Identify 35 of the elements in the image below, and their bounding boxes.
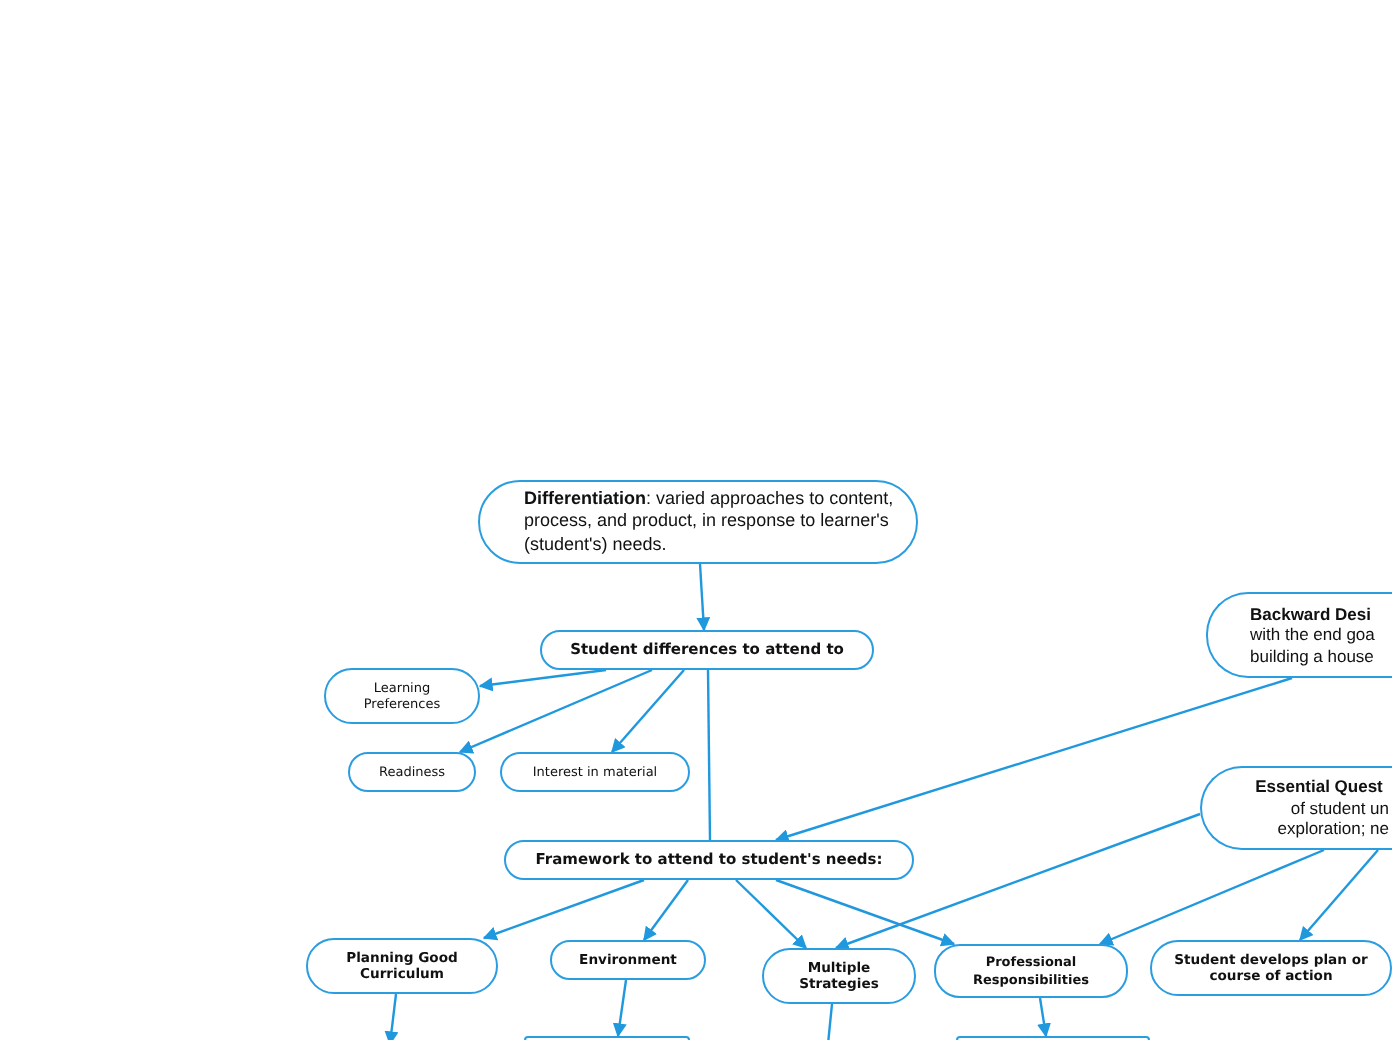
arrow: [478, 668, 607, 692]
arrow: [458, 668, 653, 754]
topic-card: [1206, 592, 1392, 678]
arrow: [1299, 849, 1379, 942]
arrow: [1037, 997, 1051, 1038]
arrow: [1098, 848, 1325, 946]
arrow: [834, 812, 1201, 951]
connector-line: [826, 1003, 834, 1040]
connector-line: [706, 670, 712, 840]
topic-node: [540, 630, 874, 670]
topic-node: [550, 940, 706, 980]
arrow: [611, 669, 685, 754]
body-text: of student un exploration; ne: [1275, 797, 1389, 840]
body-text: with the end goa building a house: [1250, 624, 1377, 667]
topic-node: [478, 480, 918, 564]
arrow: [482, 878, 645, 941]
arrow: [774, 676, 1293, 843]
arrow: [735, 879, 807, 949]
node-label: Differentiation: varied approaches to content, process, and product, in response to learner's (student's) needs.: [524, 488, 896, 556]
topic-node: [500, 752, 690, 792]
topic-node: [934, 944, 1128, 998]
arrow: [775, 878, 956, 947]
topic-node: [504, 840, 914, 880]
arrow: [384, 993, 399, 1040]
topic-node: [306, 938, 498, 994]
arrow: [612, 979, 628, 1038]
arrow: [643, 879, 689, 942]
topic-node: [324, 668, 480, 724]
topic-node: [762, 948, 916, 1004]
topic-node: [348, 752, 476, 792]
topic-node: [1150, 940, 1392, 996]
arrow: [696, 563, 711, 632]
topic-card: [1200, 766, 1392, 850]
heading-text: Essential Quest: [1255, 776, 1383, 798]
heading-text: Backward Desi: [1250, 603, 1371, 625]
